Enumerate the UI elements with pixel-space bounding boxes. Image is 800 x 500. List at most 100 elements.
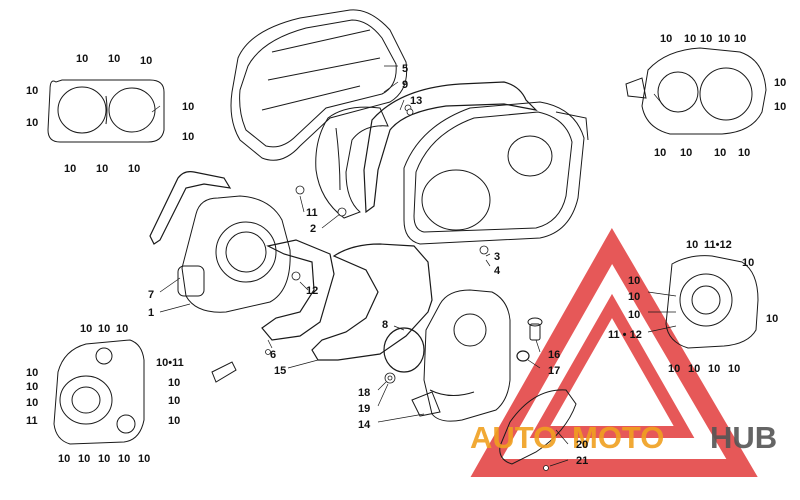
callout-label: 10 — [686, 239, 698, 251]
callout-label: 10 — [138, 453, 150, 465]
callout-label: 10 — [140, 55, 152, 67]
part-number: 15 — [274, 365, 286, 377]
clutch-housing — [177, 195, 291, 313]
callout-label: 10 — [714, 147, 726, 159]
callout-label: 10 — [58, 453, 70, 465]
o-ring-8 — [383, 327, 425, 373]
part-number: 21 — [576, 455, 588, 467]
labels-top-left: 10 10 10 10 10 10 10 10 10 10 — [26, 53, 194, 175]
part-number: 7 — [148, 289, 154, 301]
callout-label: 10 — [668, 363, 680, 375]
clutch-cover-left — [47, 79, 165, 143]
callout-label: 10 — [168, 395, 180, 407]
part-number: 18 — [358, 387, 370, 399]
watermark-auto: AUTO — [470, 420, 557, 455]
callout-label: 10 — [64, 163, 76, 175]
part-number: 3 — [494, 251, 500, 263]
callout-label: 10 — [774, 77, 786, 89]
gasket-perimeter — [311, 243, 433, 361]
labels-parts: 5 9 13 11 2 3 4 7 1 12 6 15 8 16 17 18 1… — [148, 63, 588, 467]
part-number: 16 — [548, 349, 560, 361]
part-number: 17 — [548, 365, 560, 377]
callout-label: 11•12 — [704, 239, 732, 251]
callout-label: 10 — [116, 323, 128, 335]
callout-label: 10 — [628, 275, 640, 287]
part-number: 12 — [306, 285, 318, 297]
callout-label: 11 • 12 — [608, 329, 642, 341]
gasket-left — [149, 171, 232, 245]
part-number: 14 — [358, 419, 371, 431]
callout-label: 11 — [26, 415, 38, 427]
callout-label: 10 — [26, 85, 38, 97]
callout-label: 10 — [628, 291, 640, 303]
part-number: 5 — [402, 63, 408, 75]
callout-label: 10 — [98, 323, 110, 335]
callout-label: 10 — [628, 309, 640, 321]
side-cover-20 — [499, 389, 577, 465]
callout-label: 10 — [80, 323, 92, 335]
labels-bottom-left: 10 10 10 10 10•11 10 10 10 10 11 10 10 1… — [26, 323, 184, 465]
callout-label: 10 — [766, 313, 778, 325]
callout-label: 10 — [108, 53, 120, 65]
callout-label: 10 — [118, 453, 130, 465]
part-number: 13 — [410, 95, 422, 107]
part-number: 19 — [358, 403, 370, 415]
callout-label: 10 — [680, 147, 692, 159]
part-number: 1 — [148, 307, 154, 319]
washers — [384, 372, 396, 384]
callout-label: 10 — [168, 415, 180, 427]
part-number: 9 — [402, 79, 408, 91]
callout-label: 10 — [26, 397, 38, 409]
callout-label: 10 — [26, 381, 38, 393]
magneto-cover — [411, 289, 511, 422]
callout-label: 10 — [700, 33, 712, 45]
callout-label: 10 — [684, 33, 696, 45]
callout-label: 10 — [26, 367, 38, 379]
callout-label: 10 — [688, 363, 700, 375]
cover-right — [665, 255, 759, 349]
watermark-moto: MOTO — [572, 420, 664, 455]
air-duct — [315, 106, 389, 219]
part-number: 2 — [310, 223, 316, 235]
callout-label: 10 — [128, 163, 140, 175]
watermark-triangle — [470, 227, 758, 477]
callout-label: 10 — [182, 101, 194, 113]
callout-label: 10 — [96, 163, 108, 175]
labels-bottom-right: 10 11•12 10 10 10 10 11 • 12 10 10 10 10… — [608, 239, 778, 375]
callout-label: 10 — [718, 33, 730, 45]
callout-label: 10 — [660, 33, 672, 45]
callout-label: 10 — [26, 117, 38, 129]
callout-label: 10 — [774, 101, 786, 113]
callout-label: 10•11 — [156, 357, 184, 369]
watermark-hub: HUB — [710, 420, 777, 455]
belt-cover-top — [230, 9, 408, 161]
callout-label: 10 — [654, 147, 666, 159]
part-number: 4 — [494, 265, 501, 277]
callout-label: 10 — [76, 53, 88, 65]
filler-plug — [516, 317, 543, 362]
leader-lines — [151, 65, 677, 467]
callout-label: 10 — [738, 147, 750, 159]
callout-label: 10 — [728, 363, 740, 375]
small-bracket — [211, 361, 237, 383]
part-number: 20 — [576, 439, 588, 451]
callout-label: 10 — [98, 453, 110, 465]
belt-cover-right — [403, 101, 589, 245]
callout-label: 10 — [182, 131, 194, 143]
part-number: 6 — [270, 349, 276, 361]
rear-cover-left — [53, 339, 145, 445]
part-number: 11 — [306, 207, 318, 219]
callout-label: 10 — [742, 257, 754, 269]
callout-label: 10 — [734, 33, 746, 45]
part-number: 8 — [382, 319, 388, 331]
labels-top-right: 10 10 10 10 10 10 10 10 10 10 10 — [654, 33, 786, 159]
callout-label: 10 — [708, 363, 720, 375]
watermark-text: AUTO MOTO HUB — [470, 420, 777, 455]
cover-top-right — [625, 47, 767, 135]
callout-label: 10 — [78, 453, 90, 465]
gasket-large-top — [363, 81, 538, 214]
callout-label: 10 — [168, 377, 180, 389]
gasket-middle — [261, 239, 335, 341]
